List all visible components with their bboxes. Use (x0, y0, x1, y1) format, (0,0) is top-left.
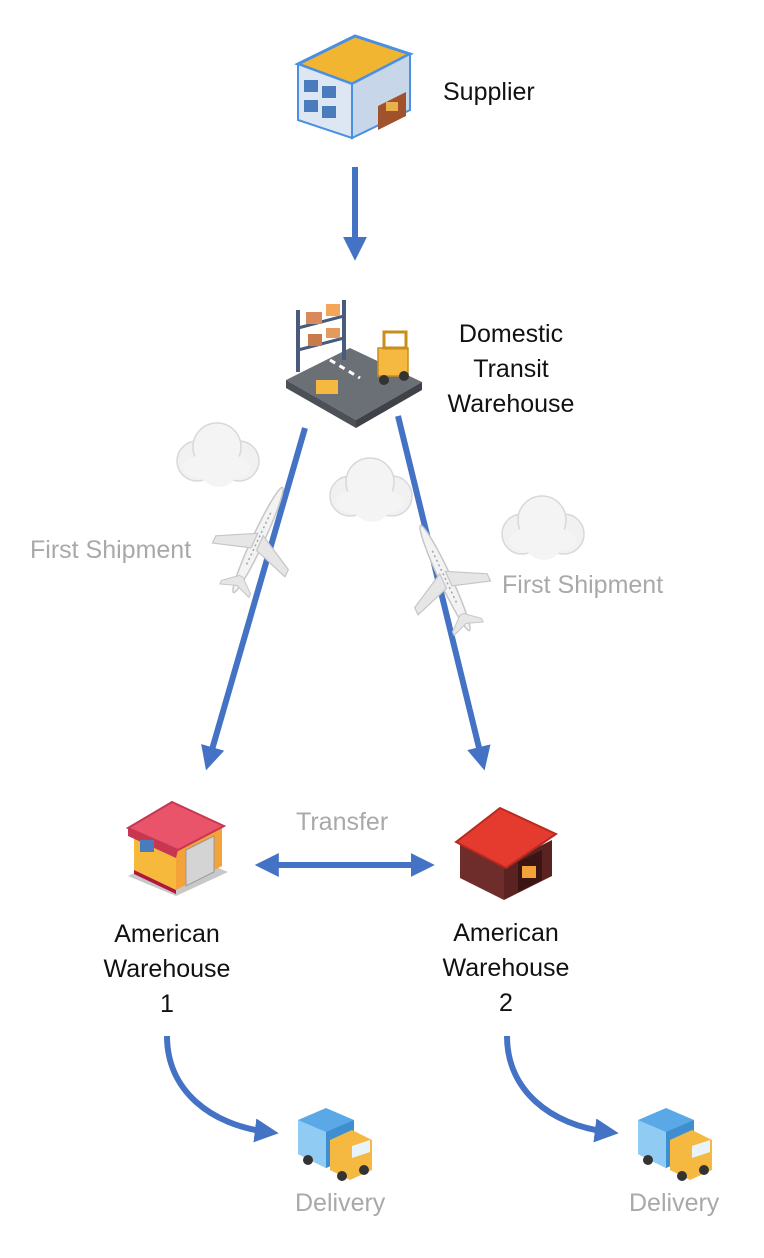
arrow-transit-to-us1 (201, 427, 308, 771)
cloud-icon (501, 495, 585, 561)
transit-label-line: Domestic (458, 320, 564, 348)
us1-label-line: American (114, 920, 220, 948)
cloud-icon (176, 422, 260, 488)
supplier-label: Supplier (443, 78, 535, 106)
american-warehouse-2-label: American Warehouse 2 (426, 916, 586, 1021)
red-barn-warehouse-icon (454, 806, 559, 900)
warehouse-shelves-forklift-icon (286, 300, 422, 428)
transit-label-line: Transit (473, 355, 549, 383)
delivery-left-label: Delivery (295, 1189, 386, 1217)
us2-label-line: American (453, 919, 559, 947)
delivery-truck-icon (638, 1108, 712, 1181)
us1-label-line: 1 (160, 990, 174, 1018)
delivery-truck-icon (298, 1108, 372, 1181)
us2-label-line: 2 (499, 989, 513, 1017)
us2-label-line: Warehouse (442, 954, 570, 982)
transfer-label: Transfer (296, 808, 389, 836)
delivery-right-label: Delivery (629, 1189, 720, 1217)
transit-warehouse-label: Domestic Transit Warehouse (431, 317, 591, 422)
first-shipment-left-label: First Shipment (30, 536, 192, 564)
arrow-us1-to-delivery (164, 1035, 279, 1143)
arrow-us2-to-delivery (504, 1035, 619, 1143)
transit-label-line: Warehouse (447, 390, 575, 418)
supplier-building-icon (294, 34, 414, 140)
cloud-icon (329, 457, 413, 523)
first-shipment-right-label: First Shipment (502, 571, 664, 599)
american-warehouse-1-label: American Warehouse 1 (87, 917, 247, 1022)
airplane-icon (383, 507, 507, 649)
red-roof-warehouse-icon (125, 800, 228, 896)
us1-label-line: Warehouse (103, 955, 231, 983)
